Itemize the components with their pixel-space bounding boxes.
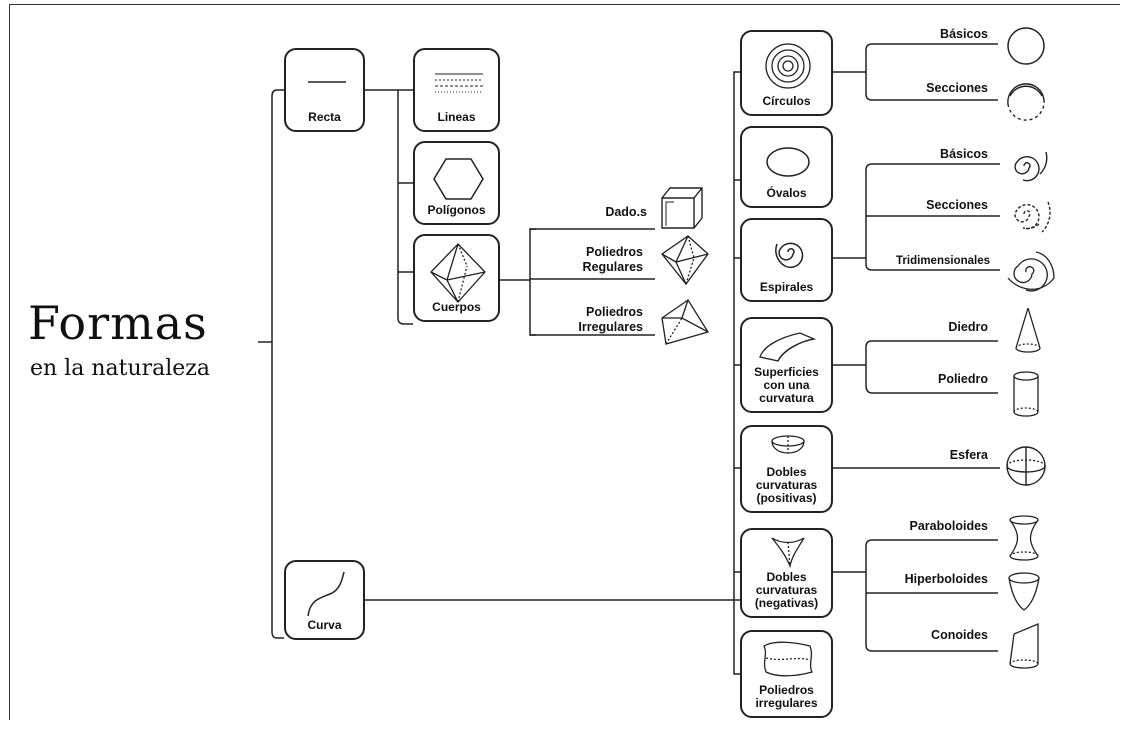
- spiral-section-icon: [1014, 201, 1051, 233]
- page-title: Formas: [28, 296, 208, 350]
- conoid-icon: [1009, 623, 1039, 669]
- node-superficies: Superficies con una curvatura: [740, 317, 833, 413]
- lines-icon: [435, 73, 483, 93]
- straight-line-icon: [308, 81, 346, 83]
- oval-icon: [766, 147, 810, 177]
- node-cuerpos-label: Cuerpos: [432, 300, 481, 314]
- node-circulos-label: Círculos: [762, 94, 811, 108]
- node-poliedros-irregulares-label: Poliedros irregulares: [755, 683, 818, 710]
- node-espirales-label: Espirales: [759, 280, 814, 294]
- octahedron-small-icon: [661, 235, 709, 286]
- concentric-circles-icon: [765, 43, 811, 89]
- node-dobles-negativas: Dobles curvaturas (negativas): [740, 528, 833, 618]
- node-espirales: Espirales: [740, 218, 833, 302]
- shell-icon: [1007, 251, 1055, 292]
- irregular-blob-icon: [763, 641, 813, 677]
- branch-hiperboloides: Hiperboloides: [904, 572, 988, 586]
- node-poligonos: Polígonos: [413, 141, 500, 225]
- paraboloid-icon: [1009, 515, 1039, 561]
- node-poliedros-irregulares: Poliedros irregulares: [740, 630, 833, 718]
- node-recta-label: Recta: [308, 110, 341, 124]
- node-dobles-positivas: Dobles curvaturas (positivas): [740, 425, 833, 513]
- node-lineas-label: Lineas: [437, 110, 476, 124]
- branch-poliedro: Poliedro: [937, 372, 988, 386]
- circle-icon: [1007, 27, 1045, 65]
- node-superficies-label: Superficies con una curvatura: [754, 365, 819, 405]
- sphere-icon: [1006, 446, 1046, 486]
- node-curva: Curva: [284, 560, 365, 640]
- cube-icon: [661, 187, 703, 229]
- node-recta: Recta: [284, 48, 365, 132]
- hexagon-icon: [433, 158, 484, 200]
- node-dobles-positivas-label: Dobles curvaturas (positivas): [755, 465, 818, 505]
- branch-circulos-basicos: Básicos: [940, 27, 988, 41]
- branch-poliedros-irregulares: Poliedros Irregulares: [578, 305, 643, 334]
- cone-icon: [1015, 307, 1041, 353]
- node-circulos: Círculos: [740, 30, 833, 116]
- node-dobles-negativas-label: Dobles curvaturas (negativas): [754, 570, 819, 610]
- page-frame: [9, 4, 1120, 720]
- irregular-polyhedron-icon: [661, 299, 710, 345]
- hyperboloid-icon: [1008, 572, 1040, 611]
- saddle-icon: [771, 537, 805, 569]
- octahedron-icon: [430, 243, 486, 303]
- node-poligonos-label: Polígonos: [427, 203, 486, 217]
- node-cuerpos: Cuerpos: [413, 234, 500, 322]
- branch-conoides: Conoides: [931, 628, 988, 642]
- curved-surface-icon: [759, 332, 817, 362]
- bowl-icon: [771, 435, 805, 454]
- branch-espirales-basicos: Básicos: [940, 147, 988, 161]
- curve-icon: [307, 571, 345, 617]
- branch-diedro: Diedro: [948, 320, 988, 334]
- circle-section-icon: [1007, 83, 1045, 121]
- branch-espirales-secciones: Secciones: [926, 198, 988, 212]
- branch-paraboloides: Paraboloides: [909, 519, 989, 533]
- page-subtitle: en la naturaleza: [30, 356, 211, 381]
- branch-espirales-tridimensionales: Tridimensionales: [896, 255, 990, 267]
- branch-circulos-secciones: Secciones: [926, 81, 988, 95]
- node-curva-label: Curva: [307, 618, 342, 632]
- cylinder-icon: [1013, 371, 1039, 417]
- spiral-icon: [775, 242, 804, 269]
- branch-esfera: Esfera: [949, 448, 988, 462]
- node-ovalos: Óvalos: [740, 126, 833, 208]
- branch-poliedros-regulares: Poliedros Regulares: [582, 245, 643, 274]
- node-ovalos-label: Óvalos: [766, 186, 807, 200]
- node-lineas: Lineas: [413, 48, 500, 132]
- branch-dados: Dado.s: [605, 205, 647, 219]
- spiral-basic-icon: [1014, 151, 1048, 182]
